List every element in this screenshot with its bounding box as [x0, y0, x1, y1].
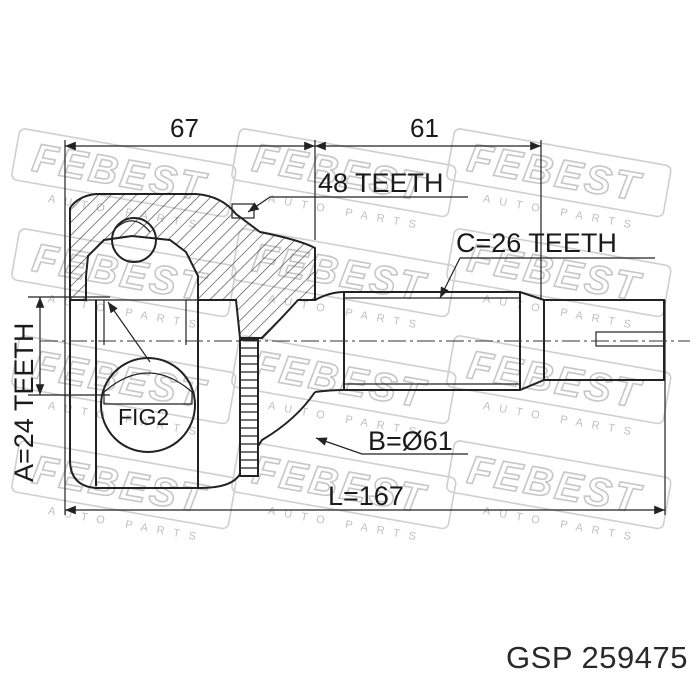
bearing-ball: [111, 217, 157, 263]
dim-right-length: 61: [410, 113, 439, 143]
cv-joint-body: [40, 193, 690, 489]
housing-section: [69, 193, 316, 339]
label-outer-teeth: 48 TEETH: [318, 168, 444, 198]
part-number: GSP 259475: [506, 640, 688, 675]
watermark-stamp: FEBEST AUTO PARTS: [11, 440, 237, 544]
label-diameter: B=Ø61: [368, 426, 453, 456]
dimension-lines: [28, 140, 666, 515]
label-fig2: FIG2: [118, 404, 169, 430]
label-a-teeth: A=24 TEETH: [9, 323, 39, 482]
label-inner-teeth: C=26 TEETH: [456, 228, 617, 258]
label-total-length: L=167: [328, 481, 404, 511]
fig2-detail-circle: [100, 357, 196, 453]
abs-ring: [239, 339, 259, 477]
dim-left-length: 67: [170, 113, 199, 143]
boot-tab: [231, 203, 255, 219]
watermark-stamp: FEBEST AUTO PARTS: [446, 128, 672, 232]
watermark-stamp: FEBEST AUTO PARTS: [446, 440, 672, 544]
abs-ring-teeth: [240, 347, 258, 469]
